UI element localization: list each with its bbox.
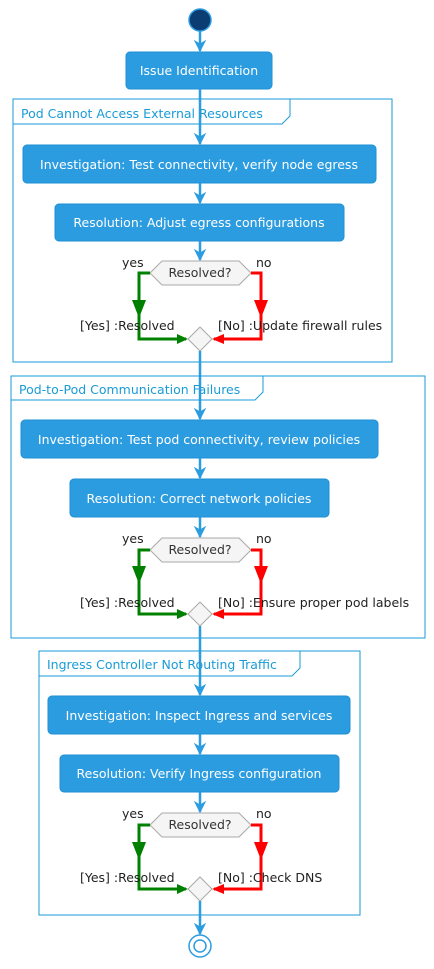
partition-title: Pod-to-Pod Communication Failures — [19, 382, 240, 397]
no-branch-arrow — [212, 884, 224, 894]
yes-branch-arrow — [177, 334, 188, 344]
yes-branch-label: yes — [122, 255, 144, 270]
action-resolution: Resolution: Correct network policies — [69, 478, 330, 518]
decision-label: Resolved? — [168, 265, 231, 280]
partition-title: Ingress Controller Not Routing Traffic — [47, 657, 277, 672]
partition-pod-to-pod: Pod-to-Pod Communication Failures — [10, 375, 426, 639]
yes-branch-arrow — [132, 842, 146, 860]
partition-ingress-routing: Ingress Controller Not Routing Traffic — [38, 650, 361, 916]
partition-title: Pod Cannot Access External Resources — [21, 106, 263, 121]
action-resolution-label: Resolution: Verify Ingress configuration — [77, 766, 322, 781]
no-branch-arrow — [254, 566, 268, 584]
merge-node — [187, 601, 213, 627]
yes-action-label: [Yes] :Resolved — [80, 870, 175, 885]
decision-label: Resolved? — [168, 542, 231, 557]
decision-resolved: Resolved? — [149, 812, 252, 838]
merge-node — [187, 326, 213, 352]
yes-branch-arrow — [177, 884, 188, 894]
action-investigation: Investigation: Test connectivity, verify… — [22, 144, 377, 184]
action-investigation: Investigation: Test pod connectivity, re… — [20, 419, 379, 459]
action-investigation-label: Investigation: Test connectivity, verify… — [40, 157, 358, 172]
no-branch-label: no — [256, 806, 272, 821]
action-issue-identification: Issue Identification — [125, 51, 273, 90]
action-resolution: Resolution: Verify Ingress configuration — [59, 754, 340, 793]
no-action-label: [No] :Ensure proper pod labels — [218, 595, 409, 610]
action-issue-identification-label: Issue Identification — [140, 63, 258, 78]
no-action-label: [No] :Check DNS — [218, 870, 322, 885]
start-node — [188, 8, 212, 32]
no-branch-arrow — [212, 334, 224, 344]
end-node — [188, 934, 212, 958]
action-resolution-label: Resolution: Adjust egress configurations — [73, 215, 324, 230]
action-investigation: Investigation: Inspect Ingress and servi… — [47, 695, 351, 735]
decision-resolved: Resolved? — [149, 537, 252, 563]
yes-branch-arrow — [177, 609, 188, 619]
action-resolution: Resolution: Adjust egress configurations — [54, 203, 345, 242]
yes-action-label: [Yes] :Resolved — [80, 318, 175, 333]
yes-action-label: [Yes] :Resolved — [80, 595, 175, 610]
yes-branch-arrow — [132, 566, 146, 584]
decision-resolved: Resolved? — [149, 260, 252, 286]
partition-external-resources: Pod Cannot Access External Resources — [12, 98, 393, 363]
action-investigation-label: Investigation: Inspect Ingress and servi… — [66, 708, 333, 723]
no-branch-label: no — [256, 531, 272, 546]
no-action-label: [No] :Update firewall rules — [218, 318, 382, 333]
yes-branch-label: yes — [122, 806, 144, 821]
merge-node — [187, 876, 213, 902]
action-resolution-label: Resolution: Correct network policies — [87, 491, 312, 506]
no-branch-label: no — [256, 255, 272, 270]
no-branch-arrow — [254, 842, 268, 860]
yes-branch-arrow — [132, 300, 146, 318]
action-investigation-label: Investigation: Test pod connectivity, re… — [38, 432, 360, 447]
no-branch-arrow — [212, 609, 224, 619]
yes-branch-label: yes — [122, 531, 144, 546]
decision-label: Resolved? — [168, 817, 231, 832]
no-branch-arrow — [254, 300, 268, 318]
